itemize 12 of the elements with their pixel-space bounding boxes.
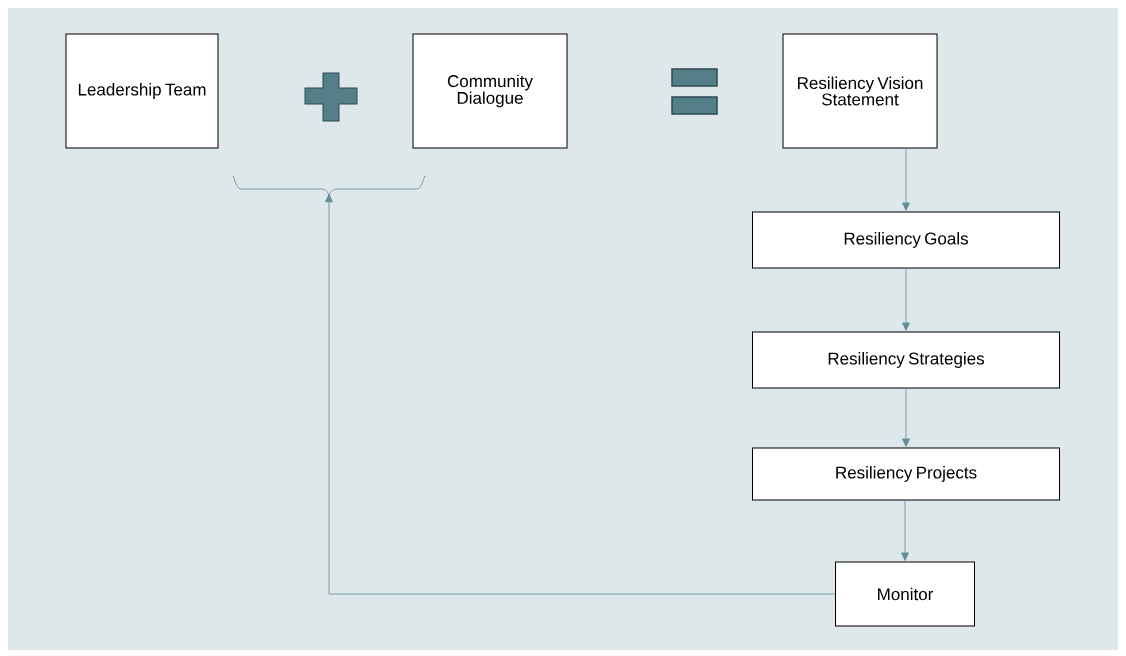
arrow xyxy=(902,148,910,211)
arrow xyxy=(902,268,910,331)
arrow xyxy=(902,388,910,447)
arrow xyxy=(325,193,836,595)
text-box: Resiliency Strategies xyxy=(752,331,1060,389)
text-box: Monitor xyxy=(835,561,975,627)
text-box: Community Dialogue xyxy=(412,33,568,149)
arrow xyxy=(901,500,909,561)
text-box: Resiliency Goals xyxy=(752,211,1060,269)
text-box: Resiliency Vision Statement xyxy=(782,33,938,149)
text-box: Leadership Team xyxy=(65,33,219,149)
text-box: Resiliency Projects xyxy=(752,447,1060,501)
